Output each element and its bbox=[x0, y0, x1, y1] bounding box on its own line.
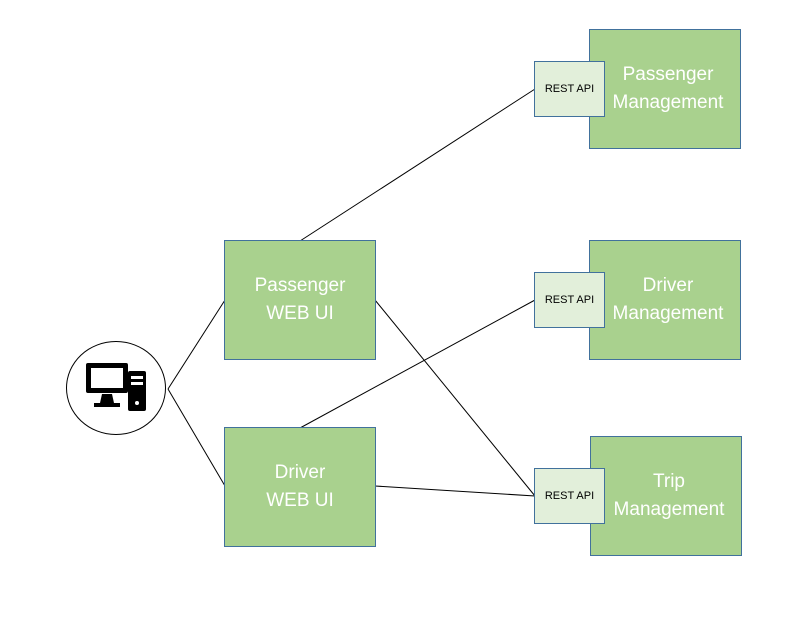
connector-client-passenger-ui bbox=[167, 299, 226, 390]
connector-driver-ui-driver-api bbox=[299, 299, 536, 429]
passenger-management-box: Passenger Management bbox=[589, 29, 741, 149]
trip-rest-api-label: REST API bbox=[544, 490, 595, 502]
trip-management-box: Trip Management bbox=[590, 436, 742, 556]
desktop-computer-icon bbox=[86, 363, 146, 411]
driver-rest-api-label: REST API bbox=[544, 294, 595, 306]
passenger-management-label: Passenger Management bbox=[612, 64, 724, 113]
passenger-rest-api-label: REST API bbox=[544, 83, 595, 95]
passenger-web-ui-label: Passenger WEB UI bbox=[254, 275, 346, 324]
driver-rest-api: REST API bbox=[534, 272, 605, 328]
driver-management-label: Driver Management bbox=[612, 275, 724, 324]
connector-passenger-ui-passenger-api bbox=[299, 88, 536, 242]
driver-web-ui-label: Driver WEB UI bbox=[266, 462, 334, 511]
connector-driver-ui-trip-api bbox=[374, 485, 536, 497]
client-node bbox=[66, 341, 166, 435]
driver-management-box: Driver Management bbox=[589, 240, 741, 360]
connector-passenger-ui-trip-api bbox=[374, 299, 536, 497]
passenger-rest-api: REST API bbox=[534, 61, 605, 117]
passenger-web-ui-box: Passenger WEB UI bbox=[224, 240, 376, 360]
trip-management-label: Trip Management bbox=[613, 471, 725, 520]
driver-web-ui-box: Driver WEB UI bbox=[224, 427, 376, 547]
trip-rest-api: REST API bbox=[534, 468, 605, 524]
connector-client-driver-ui bbox=[167, 388, 226, 487]
